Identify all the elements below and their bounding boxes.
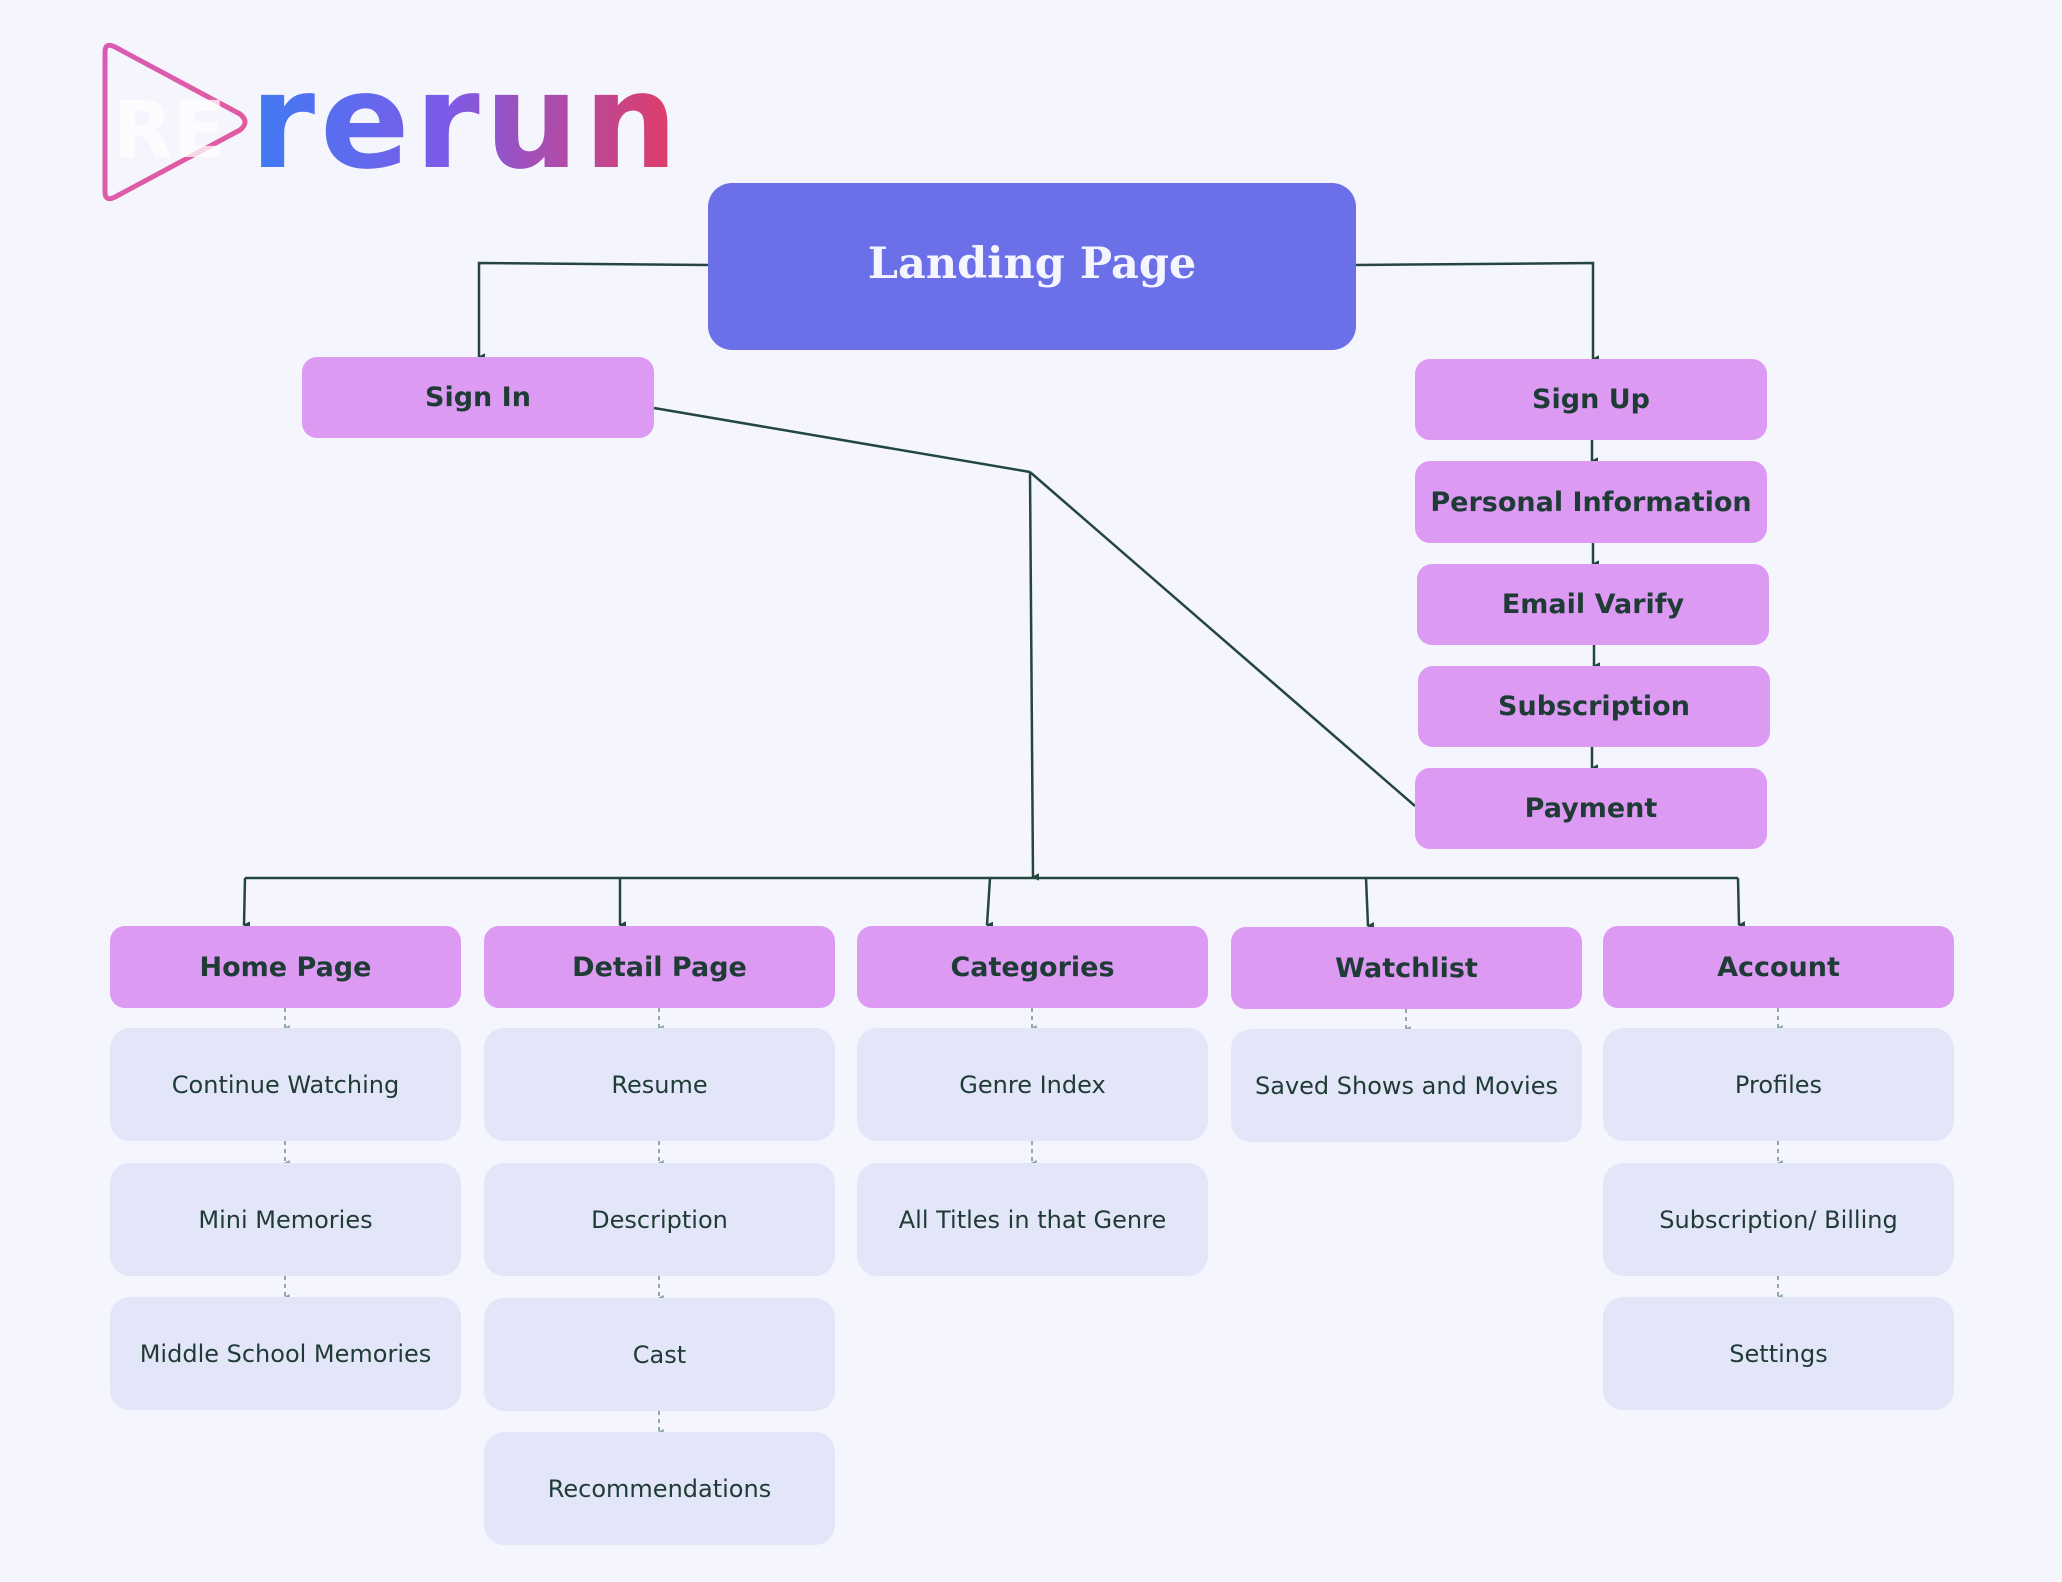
connector-to-watchlist — [1364, 877, 1375, 930]
sign-up-step-personal-information: Personal Information — [1415, 461, 1767, 543]
sign-up-step-subscription: Subscription — [1418, 666, 1770, 747]
detail-page-item-resume: Resume — [484, 1028, 835, 1141]
account-item-profiles: Profiles — [1603, 1028, 1954, 1141]
connector-sign-in-to-hub — [653, 406, 1031, 474]
detail-page-item-cast: Cast — [484, 1298, 835, 1411]
section-watchlist: Watchlist — [1231, 927, 1582, 1009]
landing-page-node: Landing Page — [708, 183, 1356, 350]
account-item-subscription-billing: Subscription/ Billing — [1603, 1163, 1954, 1276]
section-categories: Categories — [857, 926, 1208, 1008]
categories-item-genre-index: Genre Index — [857, 1028, 1208, 1141]
connector-hub-down — [1028, 471, 1040, 881]
home-page-item-continue-watching: Continue Watching — [110, 1028, 461, 1141]
connector-landing-to-sign-in — [477, 261, 709, 361]
section-detail-page: Detail Page — [484, 926, 835, 1008]
home-page-item-mini-memories: Mini Memories — [110, 1163, 461, 1276]
categories-item-all-titles: All Titles in that Genre — [857, 1163, 1208, 1276]
section-account: Account — [1603, 926, 1954, 1008]
section-home-page: Home Page — [110, 926, 461, 1008]
play-triangle-icon — [102, 42, 248, 202]
connector-to-account — [1736, 877, 1746, 929]
sign-up-step-payment: Payment — [1415, 768, 1767, 849]
account-item-settings: Settings — [1603, 1297, 1954, 1410]
sign-up-node: Sign Up — [1415, 359, 1767, 440]
rerun-logo-graphic: RE rerun — [102, 42, 678, 202]
home-page-item-middle-school-memories: Middle School Memories — [110, 1297, 461, 1410]
rerun-logo: RE rerun — [95, 32, 678, 222]
connector-landing-to-sign-up — [1355, 261, 1599, 363]
watchlist-item-saved-shows: Saved Shows and Movies — [1231, 1029, 1582, 1142]
detail-page-item-recommendations: Recommendations — [484, 1432, 835, 1545]
connector-payment-to-hub — [1029, 471, 1416, 807]
logo-mark-text: RE — [113, 86, 226, 176]
logo-wordmark: rerun — [250, 45, 683, 199]
connector-to-home-page — [242, 877, 251, 929]
sign-up-step-email-varify: Email Varify — [1417, 564, 1769, 645]
connector-to-categories — [985, 877, 994, 930]
sign-in-node: Sign In — [302, 357, 654, 438]
detail-page-item-description: Description — [484, 1163, 835, 1276]
